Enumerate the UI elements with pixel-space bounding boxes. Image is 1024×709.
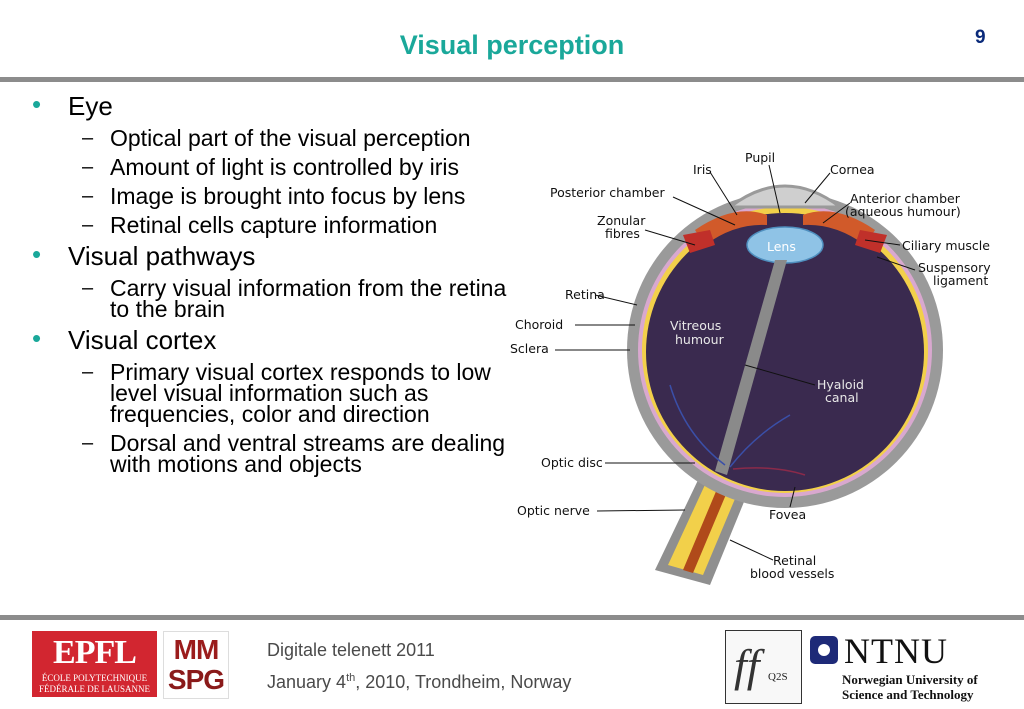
sub-bullet-text: Amount of light is controlled by iris	[110, 154, 459, 180]
sub-bullet-text: Carry visual information from the retina…	[110, 275, 507, 322]
label-lens: Lens	[767, 239, 796, 254]
footer-text: Digitale telenett 2011 January 4th, 2010…	[267, 636, 571, 696]
bullet-dot-icon: •	[32, 89, 42, 119]
ntnu-line1: Norwegian University of	[842, 672, 978, 687]
dash-icon: –	[82, 185, 94, 207]
label-posterior-chamber: Posterior chamber	[550, 185, 665, 200]
footer-line1: Digitale telenett 2011	[267, 640, 435, 660]
mmspg-bottom: SPG	[167, 664, 225, 695]
sub-bullet: –Optical part of the visual perception	[30, 125, 510, 151]
q2s-text: Q2S	[768, 671, 788, 683]
retinal-vessel	[729, 414, 791, 468]
label-aqueous-humour: (aqueous humour)	[845, 204, 961, 219]
q2s-logo: ff Q2S	[725, 630, 802, 704]
bullet-text: Visual cortex	[68, 325, 217, 355]
bullet-dot-icon: •	[32, 239, 42, 269]
label-humour: humour	[675, 332, 725, 347]
ntnu-line2: Science and Technology	[842, 687, 974, 702]
ntnu-logo: NTNU Norwegian University of Science and…	[808, 631, 1008, 704]
iris-right	[803, 211, 875, 245]
footer-date-suffix: th	[346, 672, 356, 684]
iris-left	[695, 211, 767, 245]
label-pupil: Pupil	[745, 150, 775, 165]
bullet-text: Eye	[68, 91, 113, 121]
epfl-line1: ÉCOLE POLYTECHNIQUE	[41, 673, 148, 683]
label-zonular: Zonular	[597, 213, 646, 228]
retinal-vessel	[669, 384, 726, 466]
footer-line2: January 4th, 2010, Trondheim, Norway	[267, 664, 571, 696]
mmspg-logo: MM SPG	[163, 631, 229, 699]
label-optic-disc: Optic disc	[541, 455, 603, 470]
label-suspensory: Suspensory	[918, 260, 991, 275]
footer-date: January 4	[267, 672, 347, 692]
retinal-vessel	[732, 467, 806, 476]
dash-icon: –	[82, 156, 94, 178]
bullet-text: Visual pathways	[68, 241, 256, 271]
sub-bullet-text: Primary visual cortex responds to low le…	[110, 359, 491, 427]
label-cornea: Cornea	[830, 162, 875, 177]
label-blood-vessels: blood vessels	[750, 566, 834, 581]
label-retinal: Retinal	[773, 553, 816, 568]
dash-icon: –	[82, 277, 94, 299]
sub-list-pathways: –Carry visual information from the retin…	[30, 275, 510, 322]
sub-bullet: –Carry visual information from the retin…	[30, 275, 510, 322]
hyaloid-canal	[715, 260, 787, 475]
epfl-logo: EPFL ÉCOLE POLYTECHNIQUE FÉDÉRALE DE LAU…	[32, 631, 157, 697]
label-fibres: fibres	[605, 226, 640, 241]
optic-nerve-vessel	[683, 470, 735, 573]
sub-bullet-text: Image is brought into focus by lens	[110, 183, 466, 209]
sub-list-eye: –Optical part of the visual perception –…	[30, 125, 510, 238]
epfl-mark: EPFL	[53, 634, 137, 671]
sub-bullet: –Image is brought into focus by lens	[30, 183, 510, 209]
dash-icon: –	[82, 214, 94, 236]
cornea-shape	[725, 184, 845, 209]
slide-title: Visual perception	[399, 30, 625, 60]
sub-bullet-text: Retinal cells capture information	[110, 212, 438, 238]
sub-bullet-text: Optical part of the visual perception	[110, 125, 471, 151]
footer-location: , 2010, Trondheim, Norway	[355, 672, 572, 692]
label-retina: Retina	[565, 287, 605, 302]
bullet-visual-cortex: • Visual cortex	[30, 323, 510, 355]
dash-icon: –	[82, 361, 94, 383]
sub-bullet-text: Dorsal and ventral streams are dealing w…	[110, 430, 506, 477]
sub-list-cortex: –Primary visual cortex responds to low l…	[30, 359, 510, 477]
top-divider	[0, 77, 1024, 82]
mmspg-top: MM	[173, 634, 220, 665]
leader-lines	[555, 164, 916, 561]
label-vitreous: Vitreous	[670, 318, 721, 333]
label-choroid: Choroid	[515, 317, 563, 332]
page-number: 9	[975, 27, 986, 48]
sub-bullet: –Primary visual cortex responds to low l…	[30, 359, 510, 427]
sub-bullet: –Amount of light is controlled by iris	[30, 154, 510, 180]
label-ciliary-muscle: Ciliary muscle	[902, 238, 990, 253]
bullet-list: • Eye –Optical part of the visual percep…	[30, 89, 510, 481]
ntnu-mark-icon	[810, 636, 838, 664]
bullet-dot-icon: •	[32, 323, 42, 353]
label-hyaloid: Hyaloid	[817, 377, 864, 392]
vitreous-interior	[646, 213, 924, 491]
label-anterior-chamber: Anterior chamber	[850, 191, 961, 206]
label-sclera: Sclera	[510, 341, 549, 356]
epfl-line2: FÉDÉRALE DE LAUSANNE	[39, 684, 150, 694]
label-fovea: Fovea	[769, 507, 806, 522]
dash-icon: –	[82, 127, 94, 149]
sub-bullet: –Dorsal and ventral streams are dealing …	[30, 430, 510, 477]
dash-icon: –	[82, 432, 94, 454]
label-ligament: ligament	[933, 273, 988, 288]
ciliary-left	[683, 230, 715, 253]
sub-bullet: –Retinal cells capture information	[30, 212, 510, 238]
label-canal: canal	[825, 390, 859, 405]
label-optic-nerve: Optic nerve	[517, 503, 590, 518]
ciliary-right	[855, 230, 887, 253]
bullet-visual-pathways: • Visual pathways	[30, 239, 510, 271]
q2s-mark: ff	[734, 640, 760, 691]
bottom-divider	[0, 615, 1024, 620]
eye-anatomy-diagram: Pupil Iris Cornea Posterior chamber Ante…	[510, 150, 991, 585]
bullet-eye: • Eye	[30, 89, 510, 121]
ntnu-word: NTNU	[844, 631, 948, 671]
label-iris: Iris	[693, 162, 712, 177]
